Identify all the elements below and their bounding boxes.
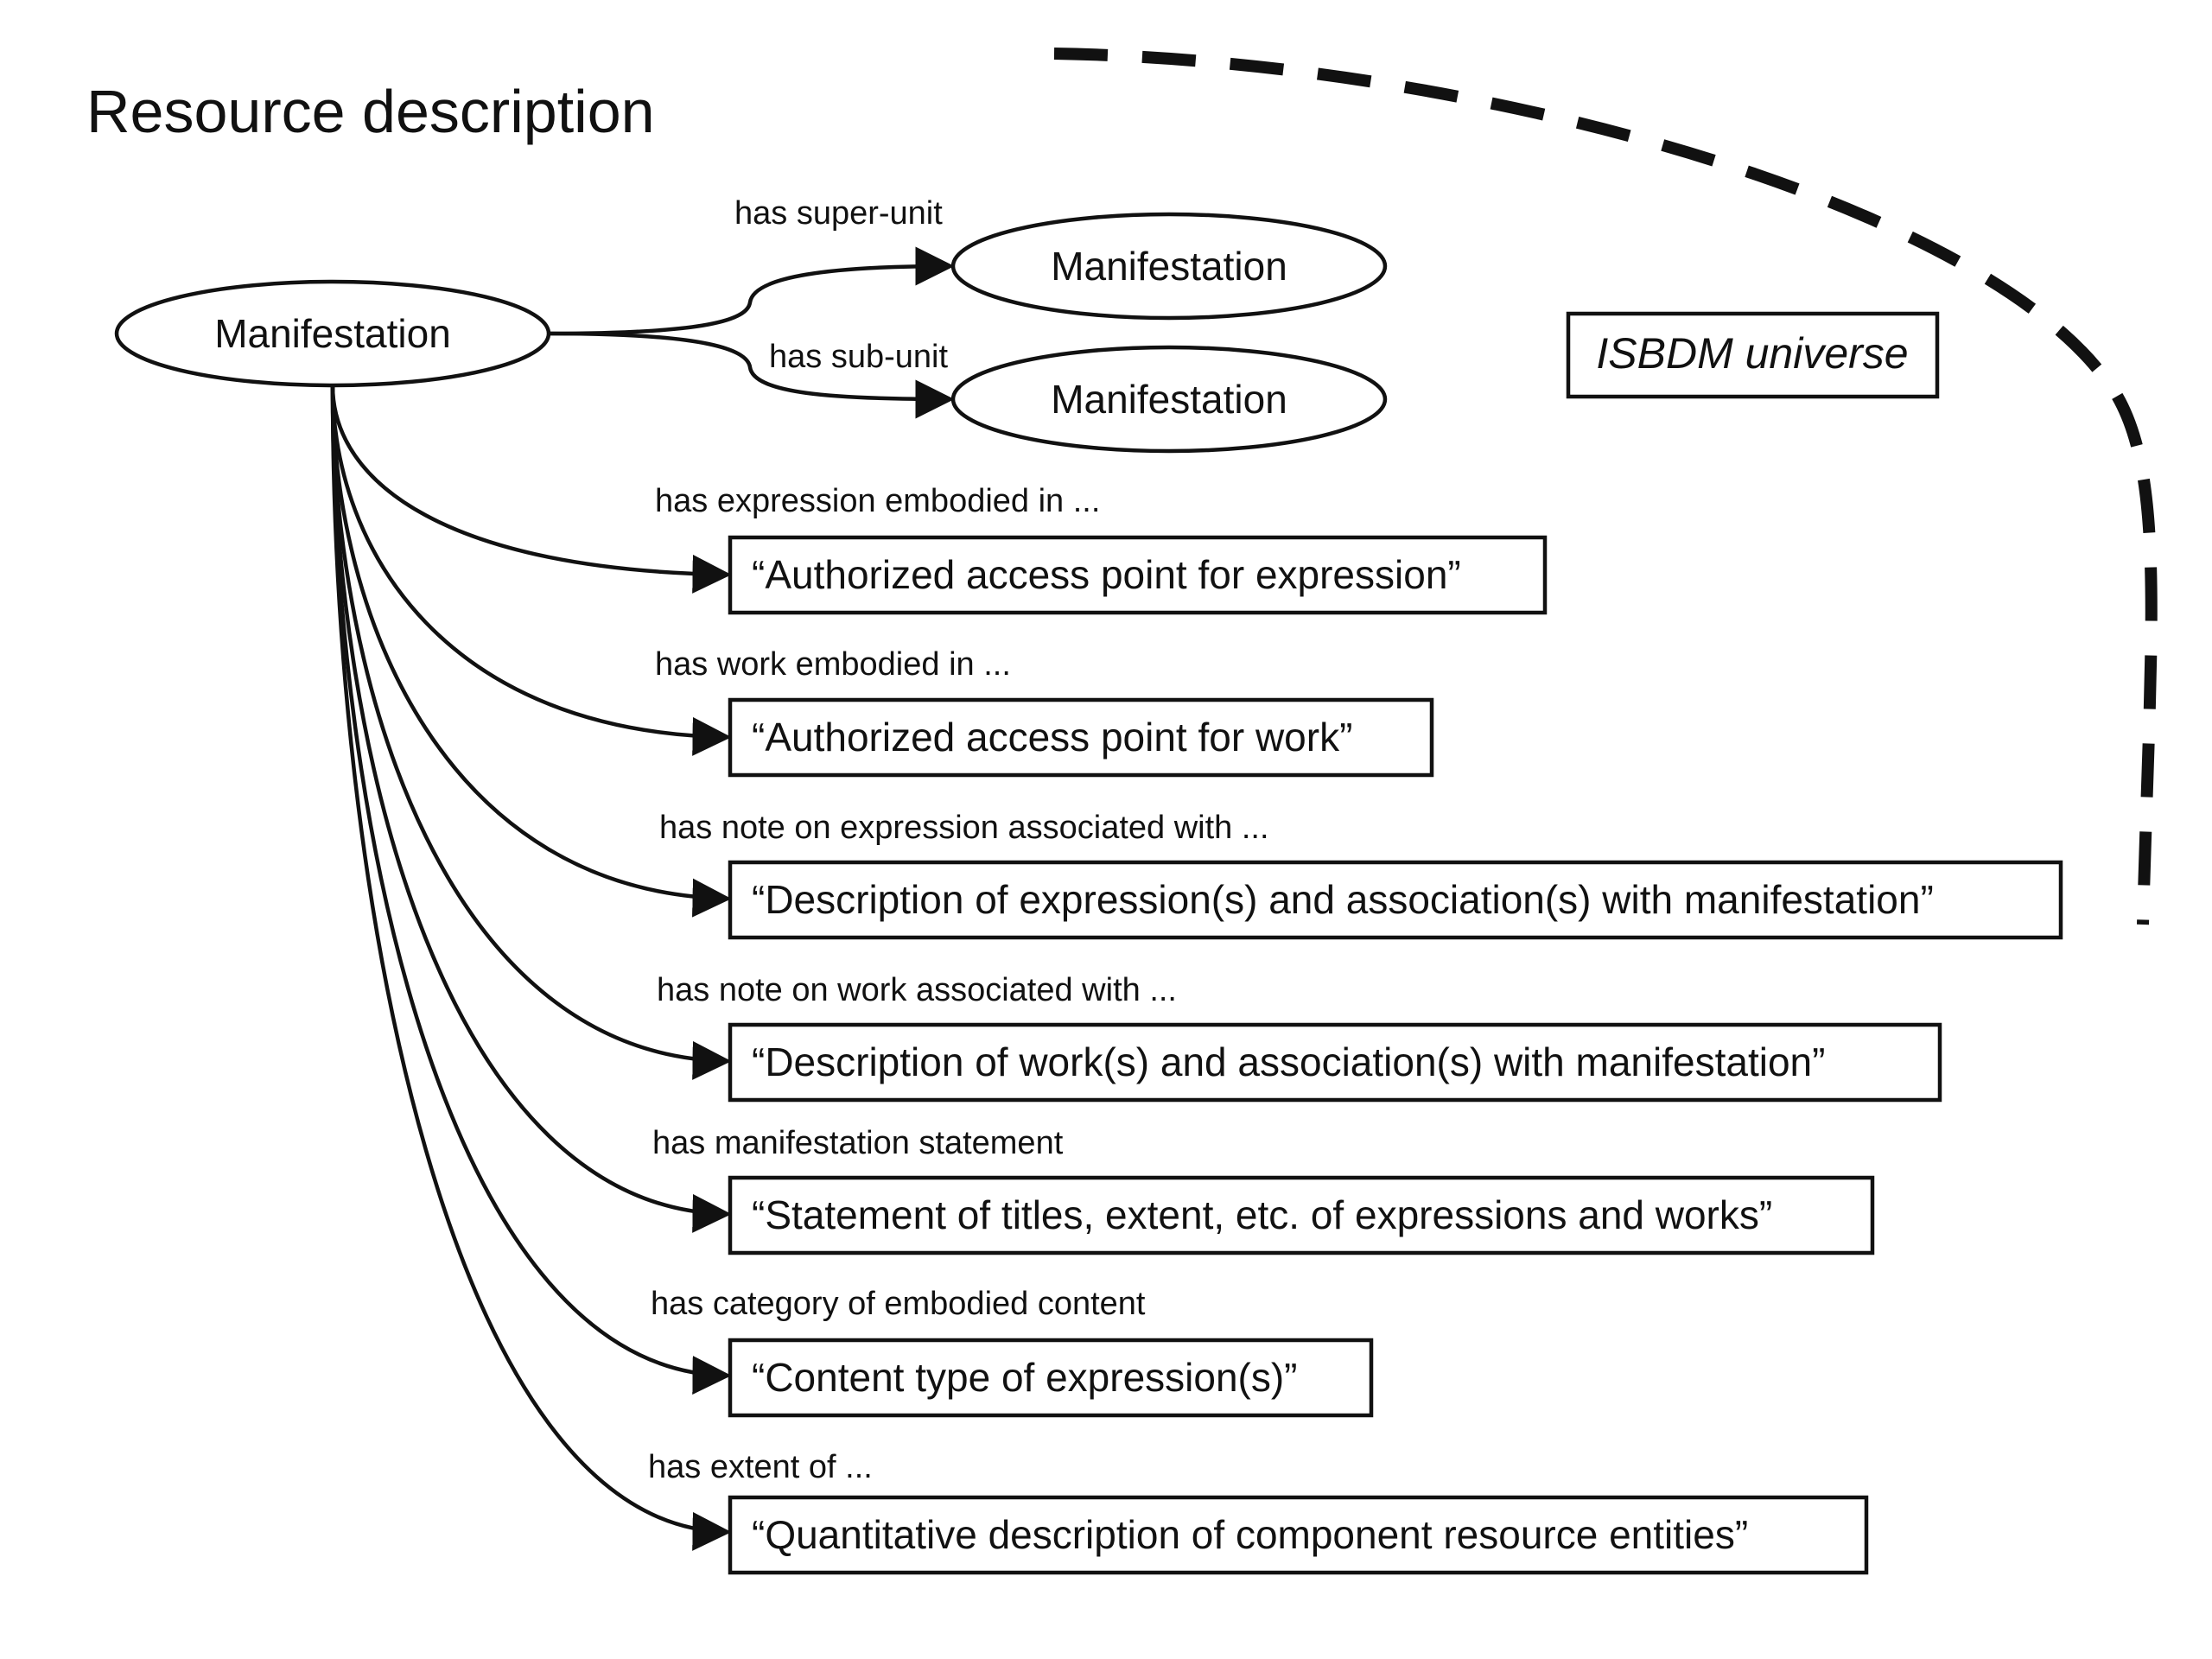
target-box-quantitative-description[interactable]: “Quantitative description of component r… [728,1495,1869,1575]
universe-label-box: ISBDM universe [1566,311,1940,399]
edge-relation-3 [330,385,732,918]
sub-unit-node[interactable]: Manifestation [950,345,1388,454]
edge-relation-5 [330,385,732,1233]
edge-relation-6 [330,385,732,1395]
target-box-content-type[interactable]: “Content type of expression(s)” [728,1338,1374,1418]
edge-label-work-embodied: has work embodied in ... [655,646,1011,683]
target-text-content-type: “Content type of expression(s)” [752,1355,1298,1400]
edge-sub-unit [548,331,955,419]
edge-label-note-work: has note on work associated with ... [657,972,1177,1008]
universe-label: ISBDM universe [1596,329,1908,378]
target-box-work-description[interactable]: “Description of work(s) and association(… [728,1022,1942,1103]
super-unit-node-label: Manifestation [1051,244,1287,289]
root-node[interactable]: Manifestation [114,279,551,388]
page-title: Resource description [86,78,655,145]
edge-label-super-unit: has super-unit [734,195,943,232]
edge-label-sub-unit: has sub-unit [769,339,948,375]
target-text-work-access-point: “Authorized access point for work” [752,715,1352,760]
edge-relation-1 [330,385,732,594]
universe-boundary [1053,48,2158,925]
edge-label-expression-embodied: has expression embodied in ... [655,483,1100,519]
edge-label-note-expression: has note on expression associated with .… [659,810,1269,846]
edge-label-extent-of: has extent of ... [648,1449,873,1485]
edge-relation-7 [330,385,732,1551]
sub-unit-node-label: Manifestation [1051,377,1287,422]
target-text-quantitative-description: “Quantitative description of component r… [752,1512,1748,1557]
root-node-label: Manifestation [214,311,451,356]
edge-relation-2 [330,385,732,756]
target-box-work-access-point[interactable]: “Authorized access point for work” [728,697,1434,778]
target-text-work-description: “Description of work(s) and association(… [752,1039,1825,1084]
target-box-expression-access-point[interactable]: “Authorized access point for expression” [728,535,1548,615]
target-box-expression-description[interactable]: “Description of expression(s) and associ… [728,860,2063,940]
super-unit-node[interactable]: Manifestation [950,212,1388,321]
target-text-expression-description: “Description of expression(s) and associ… [752,877,1934,922]
edge-label-manifestation-statement: has manifestation statement [652,1125,1064,1161]
target-text-expression-access-point: “Authorized access point for expression” [752,552,1461,597]
target-text-statement-of-titles: “Statement of titles, extent, etc. of ex… [752,1192,1772,1237]
target-box-statement-of-titles[interactable]: “Statement of titles, extent, etc. of ex… [728,1175,1875,1255]
edge-super-unit [548,246,955,336]
edge-relation-4 [330,385,732,1080]
edge-label-category-content: has category of embodied content [651,1286,1146,1322]
